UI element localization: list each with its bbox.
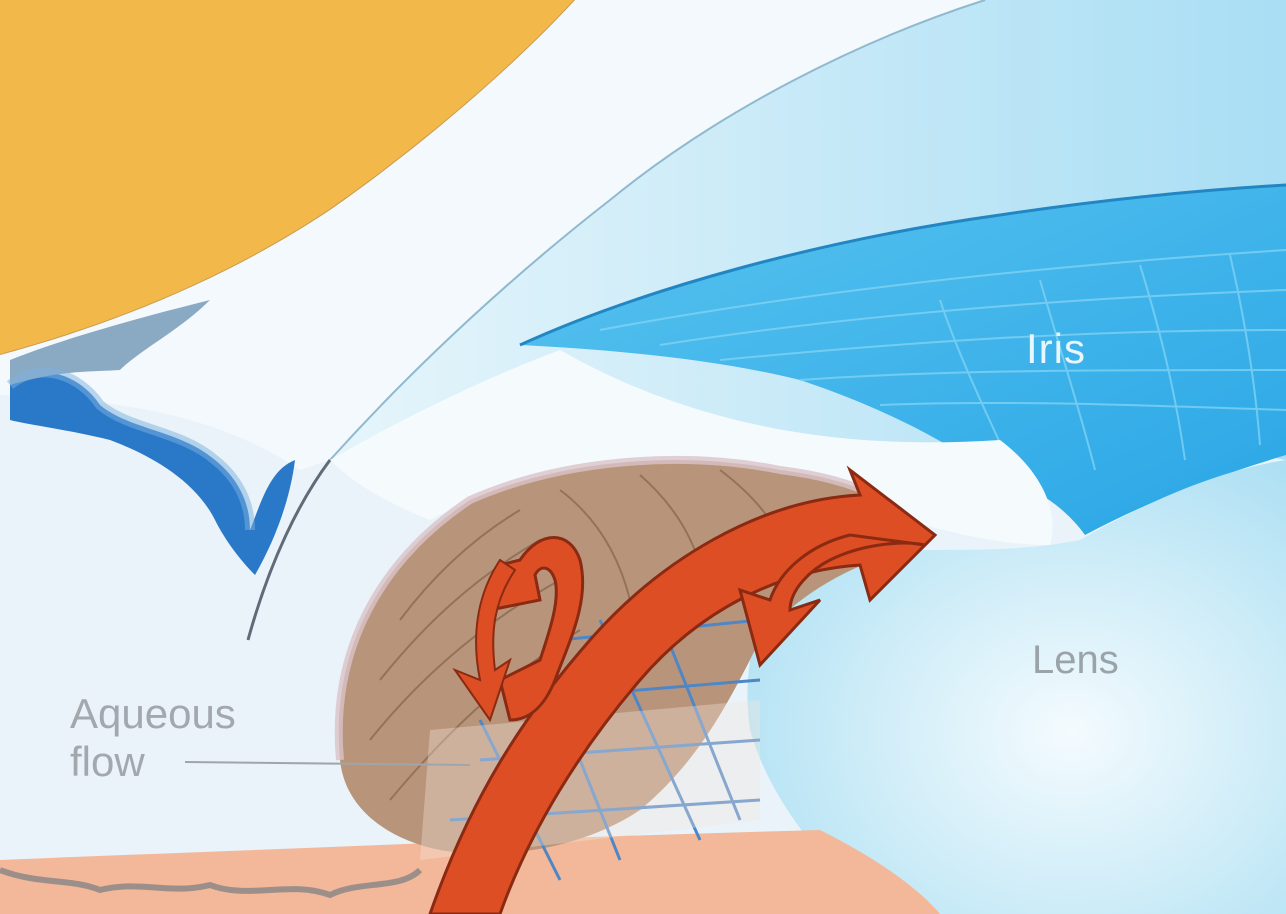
aqueous-flow-label-line2: flow — [70, 738, 236, 786]
aqueous-flow-label-line1: Aqueous — [70, 690, 236, 738]
lens-label: Lens — [1032, 638, 1119, 683]
iris-label: Iris — [1026, 325, 1086, 373]
aqueous-flow-label: Aqueous flow — [70, 690, 236, 786]
